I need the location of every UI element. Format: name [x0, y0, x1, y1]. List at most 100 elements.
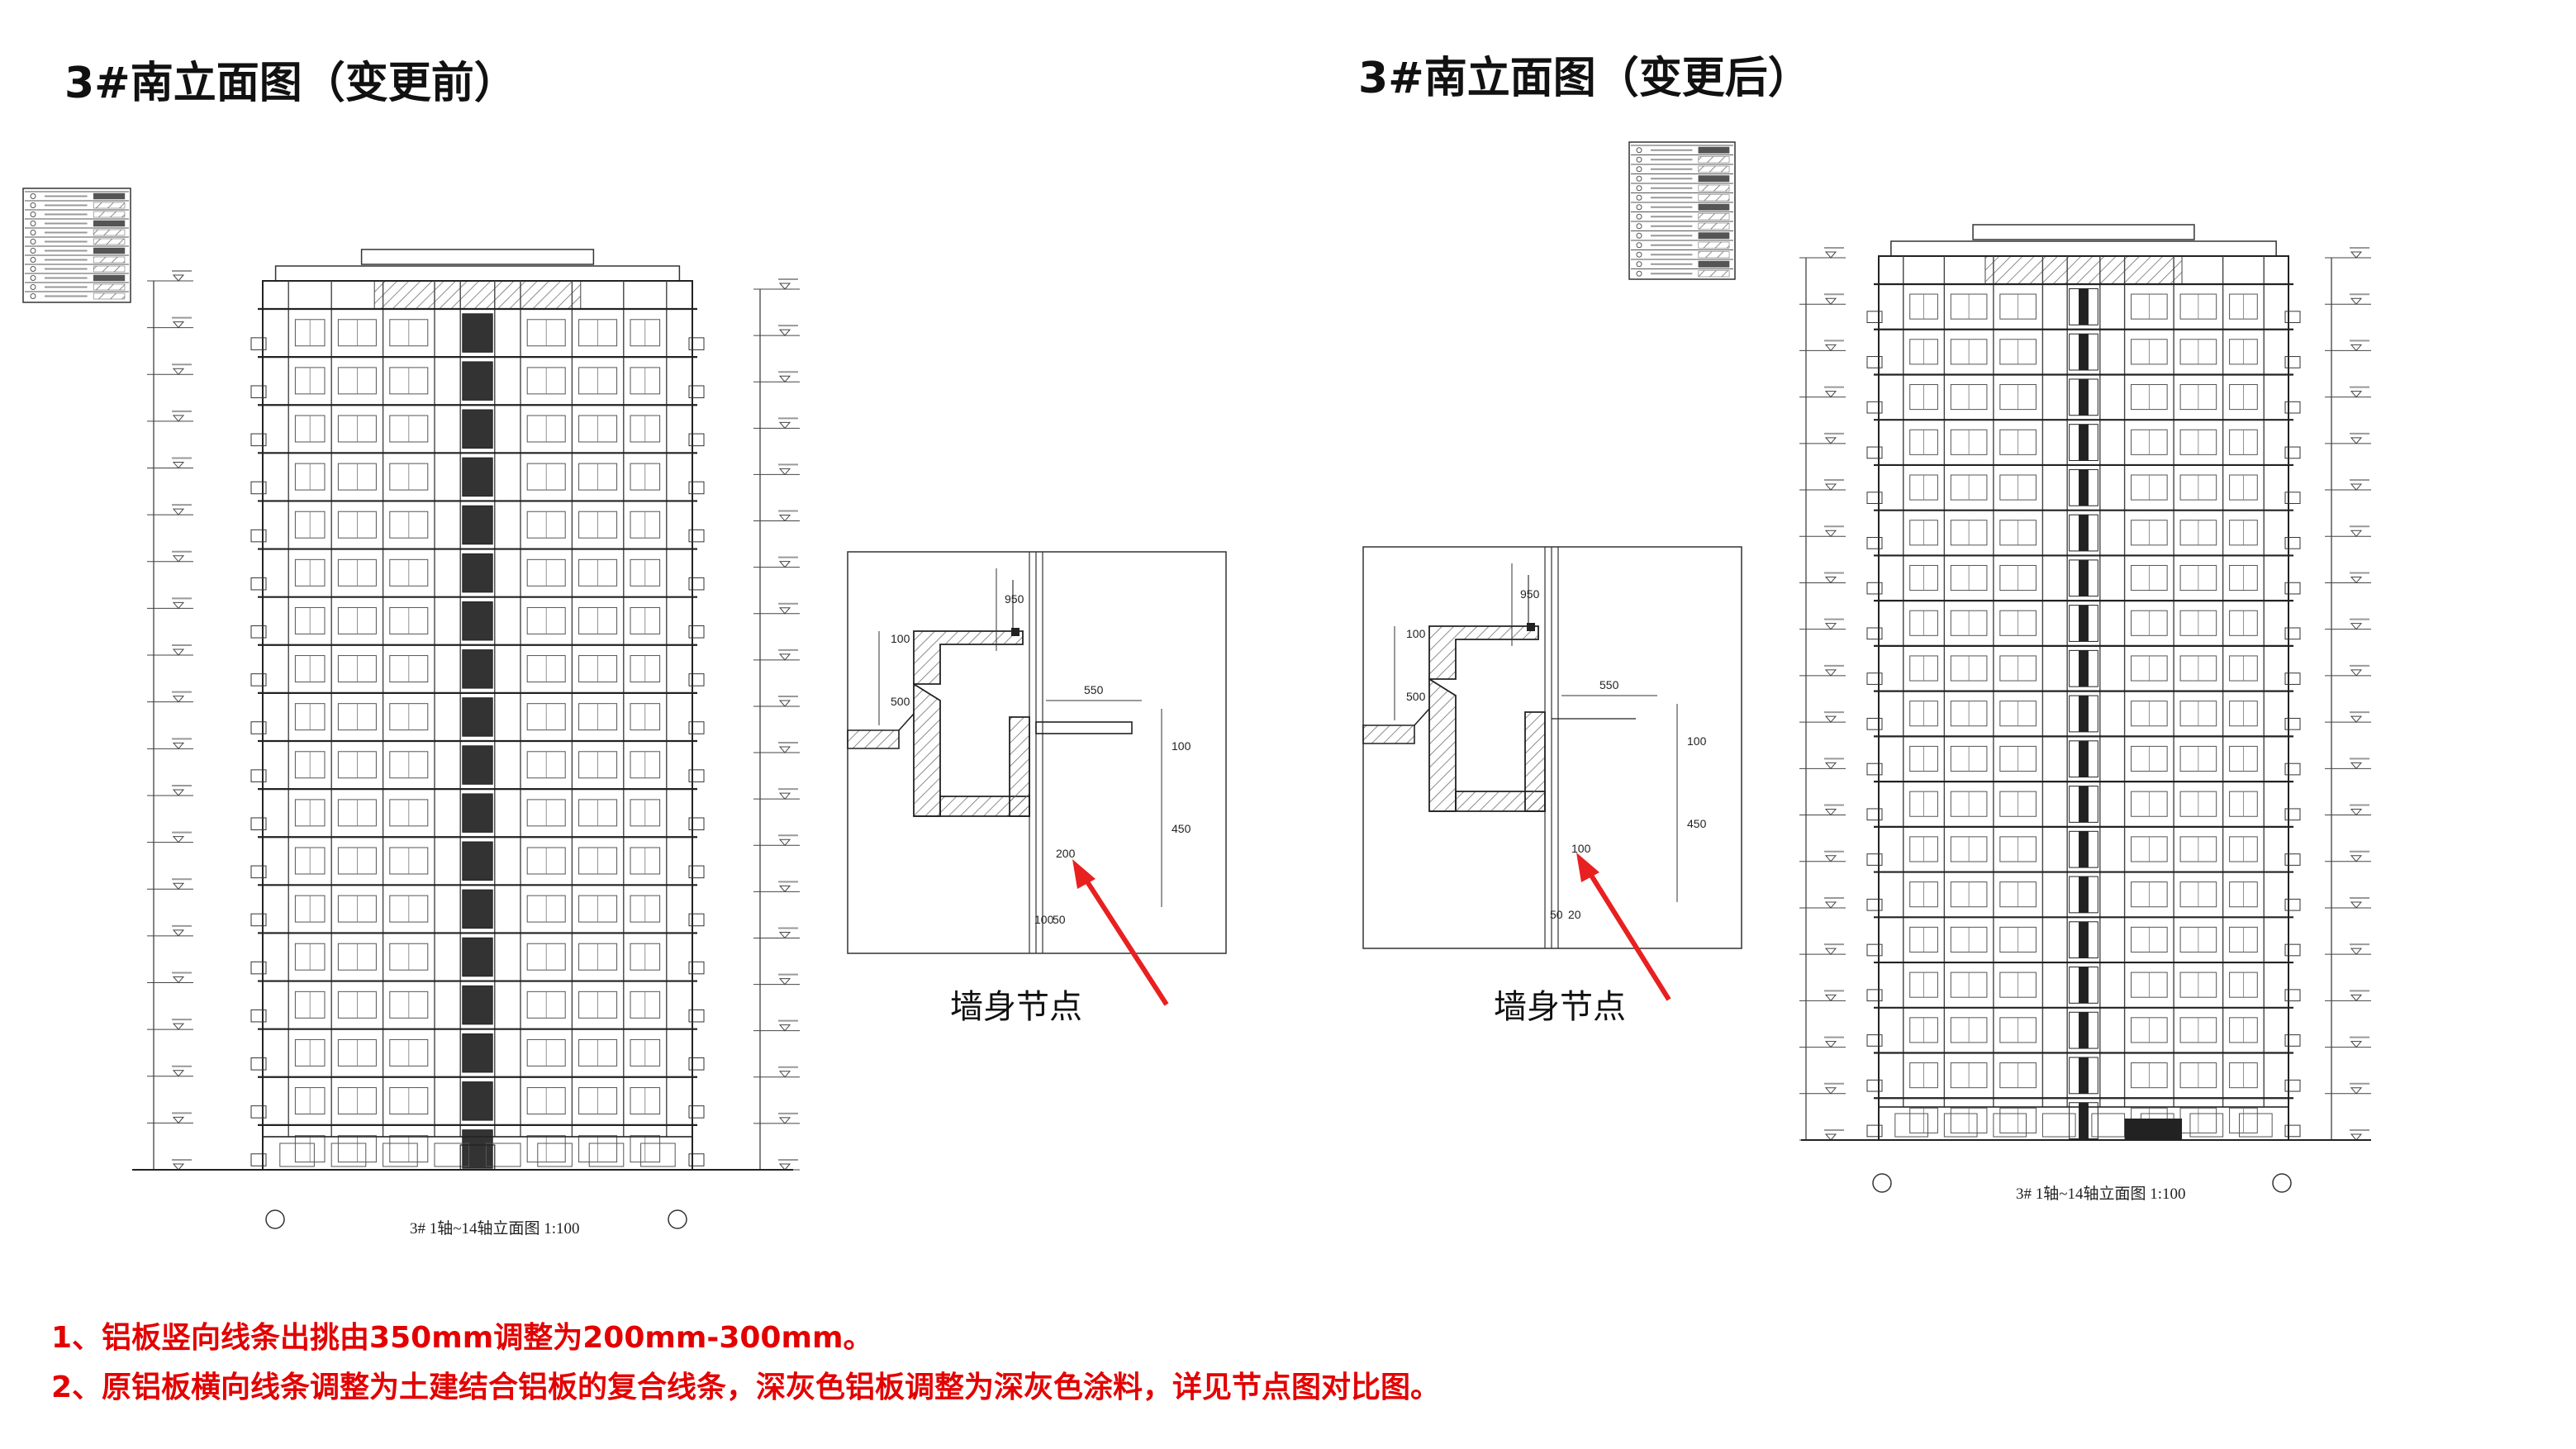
slab-step [898, 713, 915, 731]
level-marker [2350, 901, 2363, 909]
legend-symbol [1636, 251, 1642, 258]
stair-window-dark [2079, 921, 2089, 958]
balcony-right [2284, 717, 2301, 730]
stair-window-dark [2079, 831, 2089, 868]
level-marker [1824, 623, 1837, 630]
balcony-right [688, 673, 705, 686]
legend-symbol [30, 221, 36, 226]
level-marker [172, 368, 185, 376]
level-marker [778, 561, 791, 568]
stair-window-dark [2079, 1057, 2089, 1094]
dimension-label: 100 [1687, 734, 1707, 748]
balcony-right [688, 1057, 705, 1071]
level-marker [778, 375, 791, 382]
balcony-left [1866, 989, 1883, 1002]
stair-window-dark [2079, 424, 2089, 461]
level-marker [2350, 530, 2363, 538]
level-marker [2350, 855, 2363, 862]
legend-swatch [93, 192, 126, 200]
legend-swatch [1698, 241, 1730, 249]
balcony-right [688, 529, 705, 543]
balcony-right [2284, 763, 2301, 776]
stair-window-dark [2079, 1102, 2089, 1139]
level-marker [172, 1070, 185, 1077]
balcony-left [250, 385, 267, 399]
balcony-right [2284, 672, 2301, 685]
balcony-right [2284, 808, 2301, 821]
level-marker [2350, 669, 2363, 677]
legend-symbol [1636, 261, 1642, 268]
level-marker [1824, 576, 1837, 584]
legend-symbol [30, 202, 36, 208]
balcony-right [688, 337, 705, 350]
level-marker [778, 792, 791, 800]
balcony-right [2284, 853, 2301, 866]
level-marker [778, 978, 791, 986]
level-marker [778, 931, 791, 939]
level-marker [1824, 1041, 1837, 1048]
balcony-left [1866, 356, 1883, 368]
level-marker [172, 508, 185, 515]
building-facade-before [250, 249, 705, 1171]
drawing-subtitle-before: 3# 1轴~14轴立面图 1:100 [410, 1220, 580, 1238]
level-marker [2350, 297, 2363, 305]
slab-top [1428, 625, 1539, 680]
level-marker [1824, 530, 1837, 538]
wall-right [1524, 711, 1546, 812]
level-marker [2350, 576, 2363, 584]
balcony-right [688, 433, 705, 447]
stair-window [462, 1033, 493, 1073]
legend-symbol [1636, 223, 1642, 230]
level-marker [778, 885, 791, 893]
legend-symbol [1636, 213, 1642, 220]
crown-panel [373, 280, 582, 310]
dimension-label: 100 [1406, 627, 1426, 640]
legend-swatch [93, 274, 126, 282]
title-after: 3#南立面图（变更后） [1358, 54, 1811, 103]
legend-before [22, 188, 131, 303]
level-marker [2350, 437, 2363, 444]
legend-swatch [1698, 175, 1730, 183]
level-marker [172, 742, 185, 750]
balcony-left [250, 337, 267, 350]
wall-left [913, 682, 941, 817]
level-marker [172, 415, 185, 422]
balcony-left [250, 1153, 267, 1166]
balcony-left [1866, 672, 1883, 685]
legend-swatch [1698, 213, 1730, 221]
stair-window-dark [2079, 334, 2089, 370]
storefront [1993, 1113, 2027, 1138]
dimension-label: 200 [1056, 847, 1076, 860]
balcony-left [1866, 627, 1883, 640]
balcony-left [1866, 401, 1883, 414]
level-marker [778, 421, 791, 430]
level-marker [1824, 855, 1837, 862]
dimension-column-left [147, 270, 193, 1171]
balcony-left [250, 961, 267, 975]
slab-top [913, 630, 1024, 685]
level-marker [1824, 483, 1837, 491]
balcony-left [1866, 717, 1883, 730]
legend-symbol [1636, 185, 1642, 192]
level-marker [172, 648, 185, 656]
legend-swatch [93, 211, 126, 218]
balcony-left [1866, 763, 1883, 776]
roof-parapet [360, 249, 595, 265]
stair-window [462, 313, 493, 353]
dimension-label: 450 [1172, 822, 1191, 835]
floor-slab [1362, 724, 1415, 744]
balcony-left [250, 577, 267, 591]
title-before: 3#南立面图（变更前） [64, 59, 517, 108]
stair-window [462, 457, 493, 497]
dimension-label: 100 [1034, 913, 1054, 926]
legend-swatch [1698, 203, 1730, 211]
stair-window [462, 745, 493, 785]
dimension-label: 100 [891, 632, 910, 645]
level-marker [2350, 715, 2363, 723]
dimension-column-right [753, 278, 800, 1171]
balcony-left [1866, 943, 1883, 957]
stair-window-dark [2079, 967, 2089, 1004]
stair-window [462, 553, 493, 593]
stair-window [462, 841, 493, 881]
